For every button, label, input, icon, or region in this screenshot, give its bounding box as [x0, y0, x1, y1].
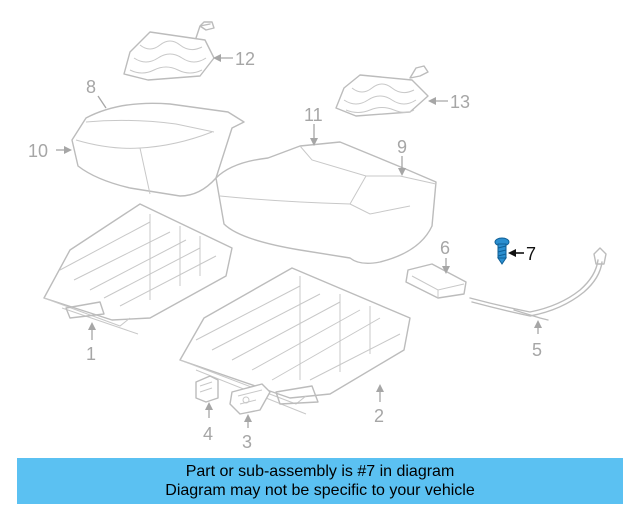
callout-10-arrow	[64, 146, 72, 154]
callout-6-label[interactable]: 6	[440, 238, 450, 258]
parts-diagram: 12 13 8 10 11 9 1 2	[28, 21, 607, 452]
callout-11-arrow	[310, 138, 318, 146]
banner-line-1: Part or sub-assembly is #7 in diagram	[185, 463, 455, 480]
callout-8-leader	[97, 95, 107, 109]
callout-1-label[interactable]: 1	[86, 344, 96, 364]
callout-12-label[interactable]: 12	[235, 49, 255, 69]
callout-1-arrow	[88, 322, 96, 330]
callout-3-label[interactable]: 3	[242, 432, 252, 452]
banner-line-2: Diagram may not be specific to your vehi…	[165, 482, 475, 499]
callout-6-arrow	[442, 266, 450, 274]
callout-3-arrow	[244, 414, 252, 422]
part-4-clip[interactable]	[195, 375, 219, 403]
callout-11-label[interactable]: 11	[304, 105, 323, 125]
callout-4-arrow	[205, 402, 213, 410]
callout-9-label[interactable]: 9	[397, 137, 407, 157]
callout-13-arrow	[428, 97, 436, 105]
callout-8-label[interactable]: 8	[86, 77, 96, 97]
part-3-bracket[interactable]	[229, 383, 271, 415]
callout-2-label[interactable]: 2	[374, 406, 384, 426]
callout-10-label[interactable]: 10	[28, 141, 48, 161]
callout-5-arrow	[534, 320, 542, 328]
callout-12-arrow	[213, 54, 221, 62]
part-12-heater-pad[interactable]	[123, 21, 215, 81]
callout-2-arrow	[376, 384, 384, 392]
callout-9-arrow	[398, 168, 406, 176]
callout-7-label[interactable]: 7	[526, 244, 536, 264]
callout-5-label[interactable]: 5	[532, 340, 542, 360]
part-8-10-left-cushion[interactable]	[71, 102, 245, 197]
part-9-11-right-cushion[interactable]	[215, 141, 437, 265]
part-1-left-seat-frame[interactable]	[43, 203, 233, 335]
part-5-cable[interactable]	[469, 247, 607, 321]
info-banner: Part or sub-assembly is #7 in diagram Di…	[17, 458, 623, 504]
callout-4-label[interactable]: 4	[203, 424, 213, 444]
part-6-switch[interactable]	[405, 263, 467, 299]
part-7-bolt[interactable]	[494, 237, 510, 265]
part-2-right-seat-frame[interactable]	[179, 267, 411, 415]
callout-7-arrow	[508, 249, 516, 257]
callout-13-label[interactable]: 13	[450, 92, 470, 112]
part-13-heater-pad[interactable]	[335, 65, 429, 117]
